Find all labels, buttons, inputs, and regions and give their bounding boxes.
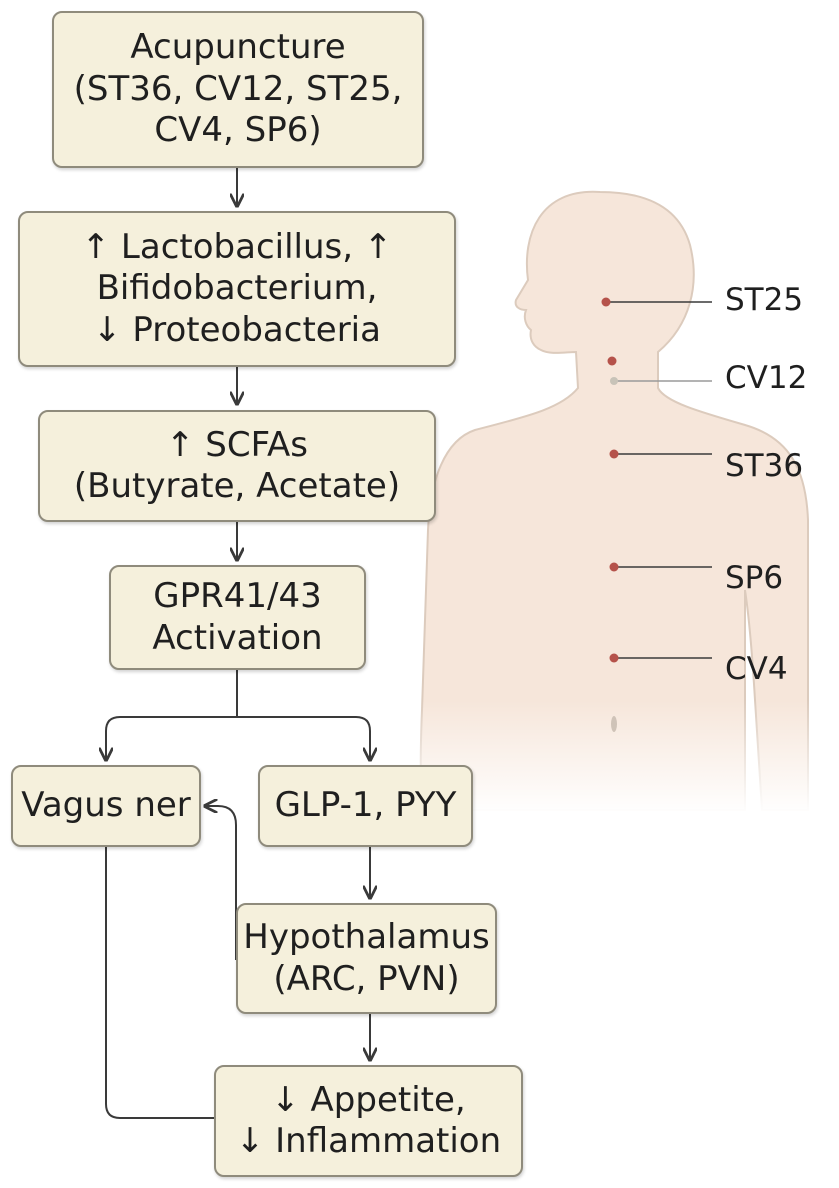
acupoint-label-cv4: CV4: [725, 651, 788, 687]
arrow-gpr-to-glp: [237, 716, 370, 760]
outcome-box: ↓ Appetite, ↓ Inflammation: [214, 1065, 523, 1177]
microbiota-box: ↑ Lactobacillus, ↑ Bifidobacterium, ↓ Pr…: [18, 211, 456, 367]
arrow-hypothalamus-to-vagus: [205, 806, 237, 960]
acupuncture-line-3: CV4, SP6): [154, 110, 322, 151]
navel-mark: [611, 716, 617, 732]
acupuncture-box: Acupuncture (ST36, CV12, ST25, CV4, SP6): [52, 11, 424, 168]
gpr-line-1: GPR41/43: [153, 576, 322, 617]
acupuncture-line-2: (ST36, CV12, ST25,: [73, 68, 403, 109]
microbiota-line-1: ↑ Lactobacillus, ↑: [81, 226, 393, 267]
outcome-line-1: ↓ Appetite,: [271, 1079, 466, 1120]
microbiota-line-3: ↓ Proteobacteria: [93, 309, 381, 350]
hypothalamus-box: Hypothalamus (ARC, PVN): [236, 903, 497, 1014]
scfas-box: ↑ SCFAs (Butyrate, Acetate): [38, 410, 436, 522]
glp-label: GLP-1, PYY: [274, 785, 457, 826]
acupoint-label-st25: ST25: [725, 282, 804, 318]
acupuncture-line-1: Acupuncture: [130, 27, 346, 68]
acupoint-st36: [609, 449, 712, 459]
microbiota-line-2: Bifidobacterium,: [96, 268, 378, 309]
vagus-box: Vagus ner: [11, 765, 201, 847]
gpr-box: GPR41/43 Activation: [109, 565, 366, 670]
vagus-label: Vagus ner: [21, 785, 191, 826]
acupoint-label-sp6: SP6: [725, 560, 784, 596]
acupoint-st25: [601, 297, 712, 307]
acupoint-sp6: [609, 562, 712, 572]
outcome-line-2: ↓ Inflammation: [235, 1121, 502, 1161]
acupoint-label-st36: ST36: [725, 448, 804, 484]
glp-box: GLP-1, PYY: [258, 765, 473, 847]
acupoint-label-cv12: CV12: [725, 360, 808, 396]
arrow-gpr-to-vagus: [106, 670, 238, 760]
scfas-line-2: (Butyrate, Acetate): [73, 466, 401, 506]
line-vagus-to-outcome: [105, 847, 214, 1119]
hypothalamus-line-1: Hypothalamus: [243, 917, 490, 958]
acupoint-cv4: [609, 653, 712, 663]
scfas-line-1: ↑ SCFAs: [165, 424, 309, 465]
acupoint-cv12: [607, 356, 712, 385]
hypothalamus-line-2: (ARC, PVN): [273, 958, 460, 999]
gpr-line-2: Activation: [152, 617, 323, 658]
